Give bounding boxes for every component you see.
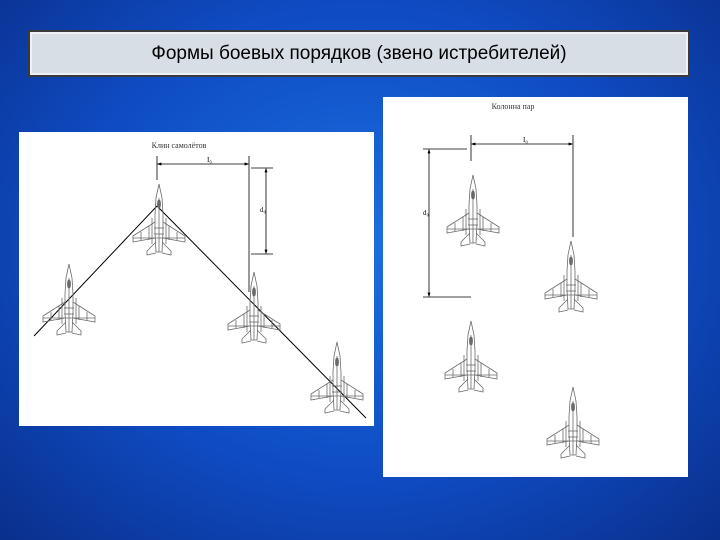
fighter-jet-icon xyxy=(133,184,185,255)
distance-label: d₀ xyxy=(260,206,267,214)
interval-label: I₀ xyxy=(207,156,212,164)
distance-label: d₀ xyxy=(423,209,430,217)
wedge-formation-diagram: Клин самолётов I₀ d₀ xyxy=(19,132,374,426)
column-caption: Колонна пар xyxy=(492,102,535,111)
column-of-pairs-diagram: Колонна пар I₀ d₀ xyxy=(383,97,688,477)
fighter-jet-icon xyxy=(545,241,597,312)
wedge-caption: Клин самолётов xyxy=(152,141,207,150)
fighter-jet-icon xyxy=(311,342,363,413)
fighter-jet-icon xyxy=(447,175,499,246)
slide-title: Формы боевых порядков (звено истребителе… xyxy=(151,43,566,65)
fighter-jet-icon xyxy=(445,321,497,392)
slide-title-box: Формы боевых порядков (звено истребителе… xyxy=(28,30,690,77)
fighter-jet-icon xyxy=(43,264,95,335)
interval-label: I₀ xyxy=(523,136,528,144)
fighter-jet-icon xyxy=(228,272,280,343)
fighter-jet-icon xyxy=(547,387,599,458)
